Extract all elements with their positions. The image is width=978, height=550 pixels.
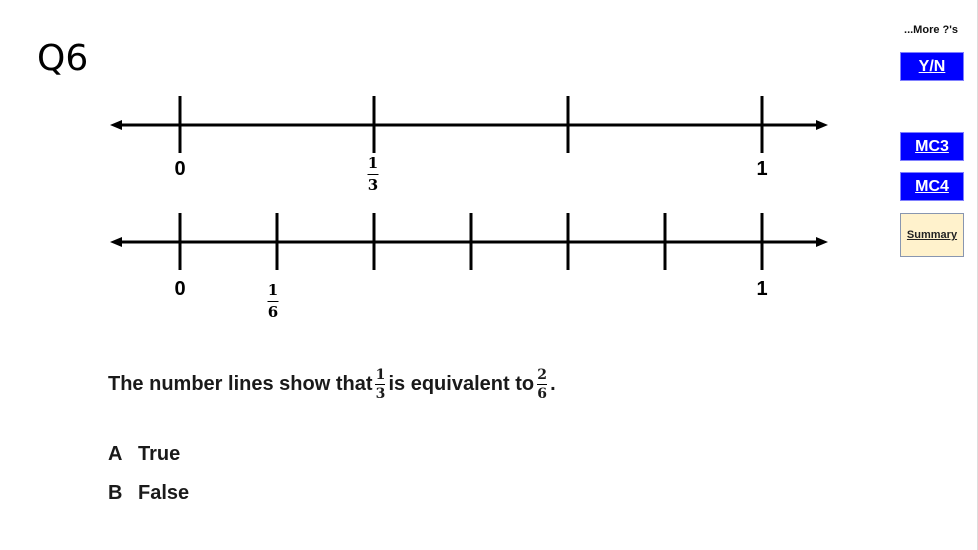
more-questions-label: ...More ?'s [904,24,958,36]
denominator: 6 [537,386,547,402]
denominator: 3 [375,386,386,402]
option-text: False [138,482,190,504]
summary-button[interactable]: Summary [900,213,964,257]
arrow-left-icon [110,237,122,247]
arrow-right-icon [816,120,828,130]
option-letter: B [108,482,123,504]
line1-one-label: 1 [756,158,768,180]
line2-one-label: 1 [756,278,768,300]
statement-text: The number lines show that [108,373,373,395]
statement-text: is equivalent to [388,373,535,395]
option-b[interactable]: B False [108,482,189,505]
denominator: 3 [367,176,379,194]
numerator: 1 [367,154,379,172]
arrow-left-icon [110,120,122,130]
number-line-sixths [110,213,828,270]
numerator: 1 [267,281,279,299]
numerator: 1 [375,367,386,383]
denominator: 6 [267,303,279,321]
yn-button[interactable]: Y/N [900,52,964,81]
option-text: True [138,443,181,465]
statement-text: . [550,373,556,395]
mc3-button[interactable]: MC3 [900,132,964,161]
numerator: 2 [537,367,547,383]
option-letter: A [108,443,123,465]
option-a[interactable]: A True [108,443,180,466]
line1-zero-label: 0 [174,158,186,180]
mc4-button[interactable]: MC4 [900,172,964,201]
arrow-right-icon [816,237,828,247]
question-number: Q6 [37,38,89,79]
line2-zero-label: 0 [174,278,186,300]
summary-label: Summary [906,229,958,241]
number-line-thirds [110,96,828,153]
